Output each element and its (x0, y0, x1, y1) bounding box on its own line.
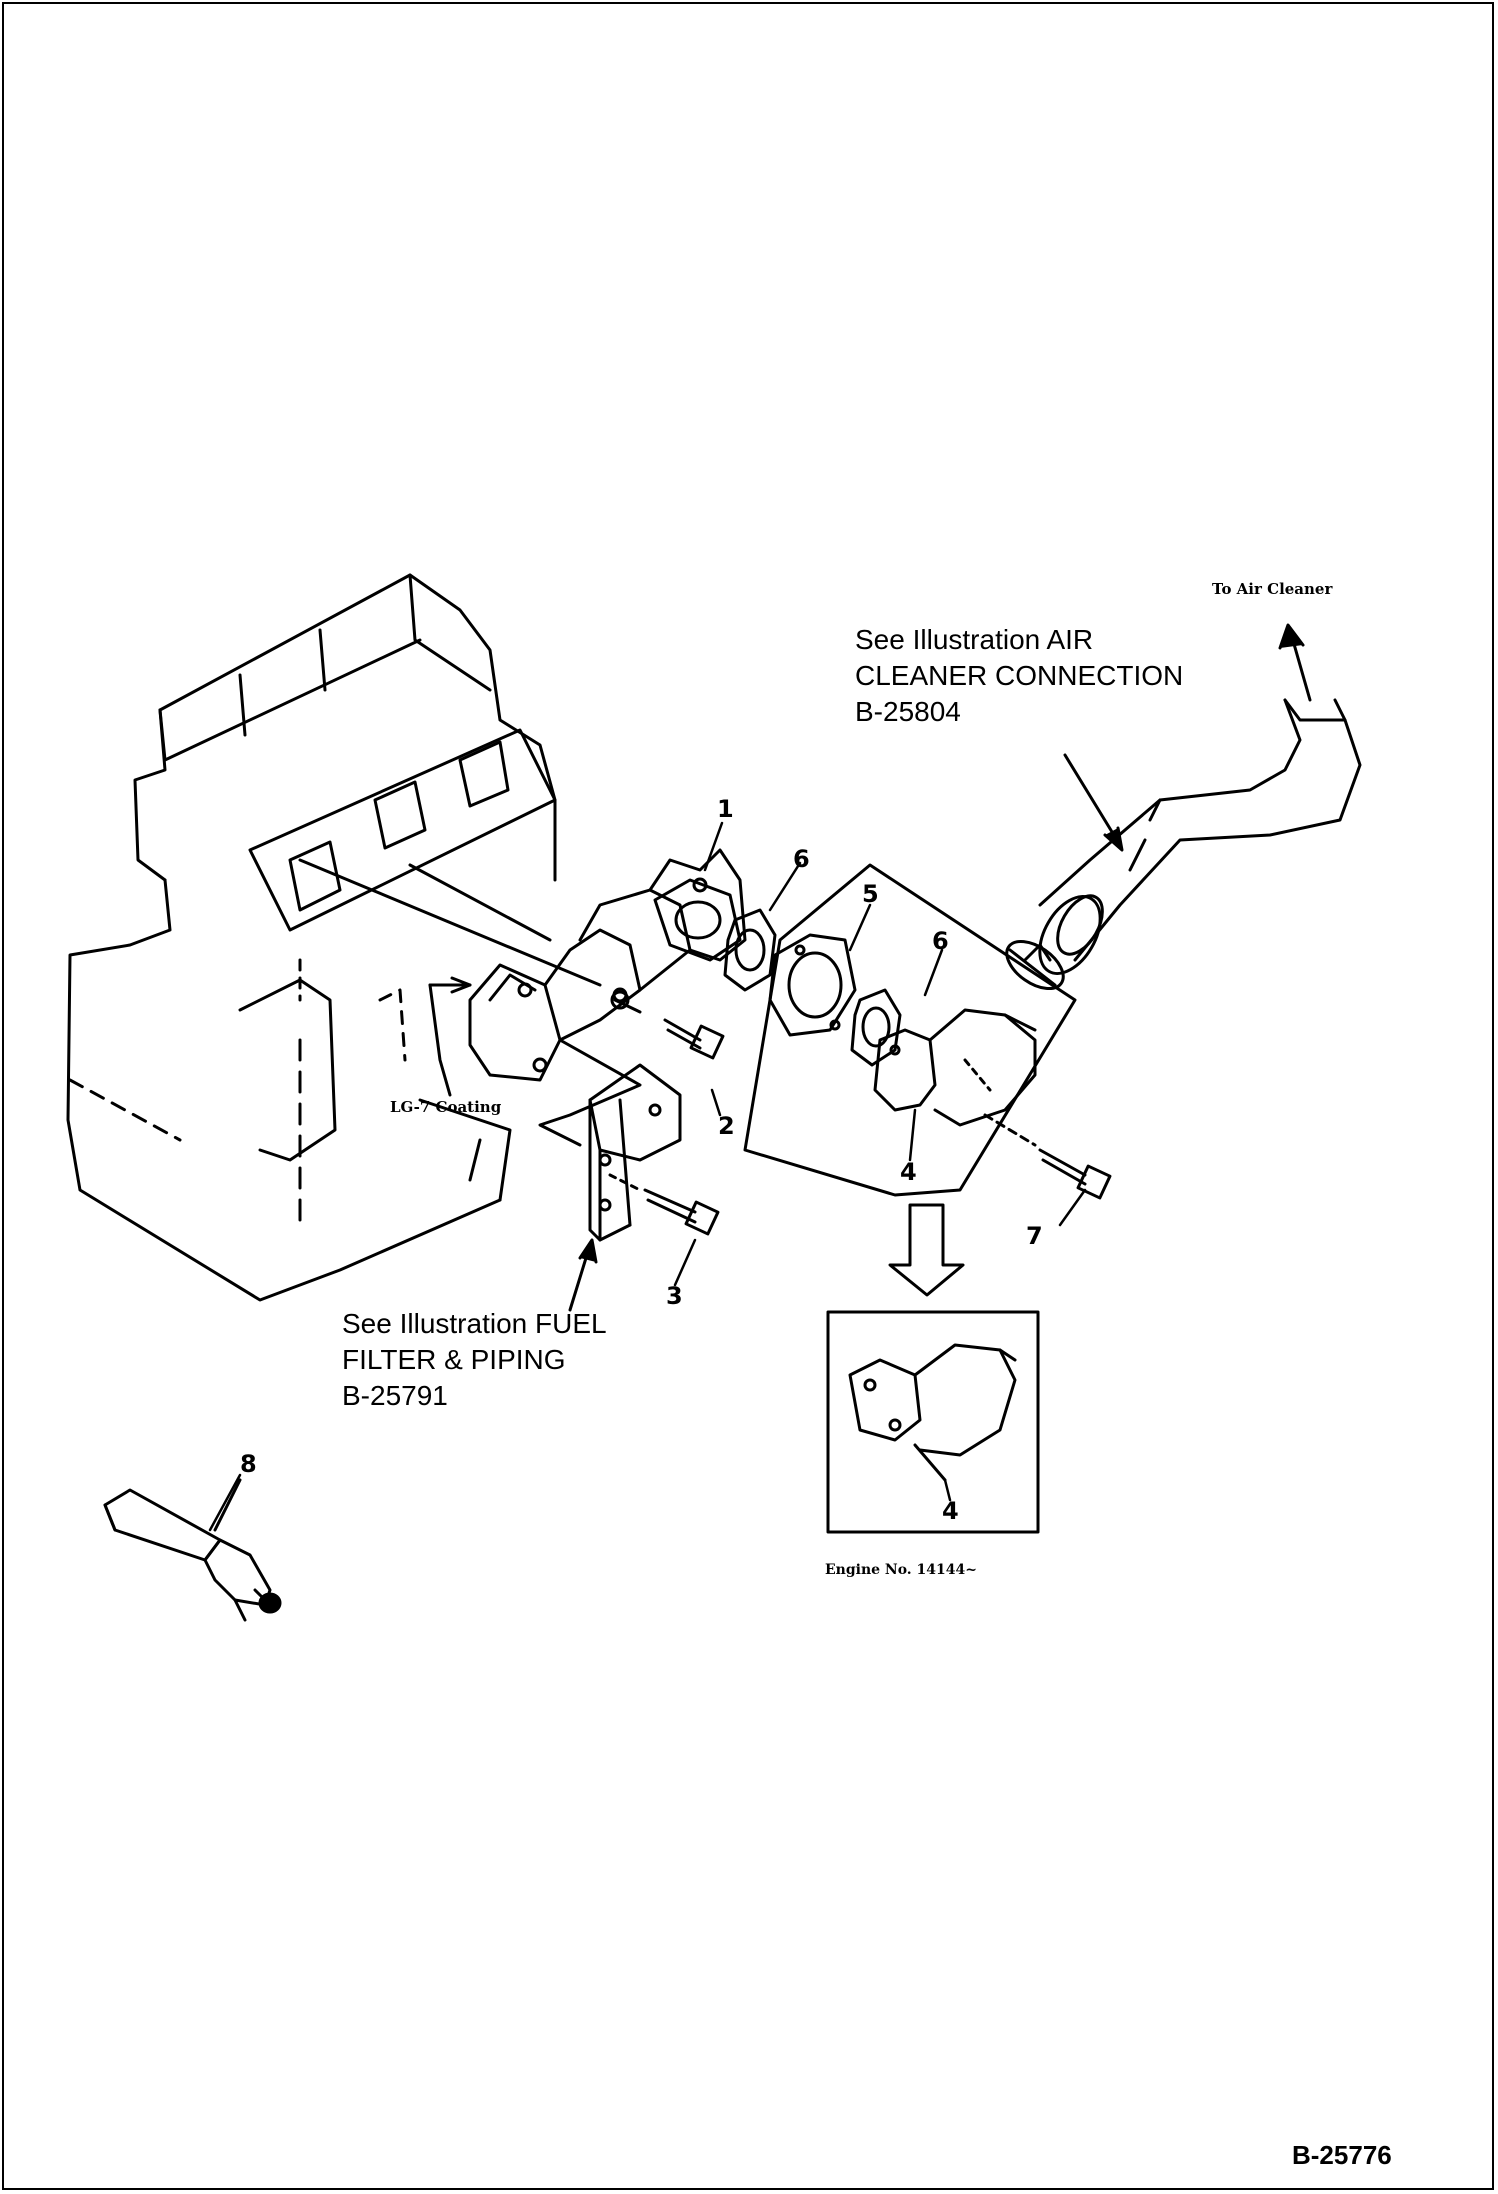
inset-box (826, 1310, 1040, 1534)
air-cleaner-hose (1038, 698, 1362, 975)
air-cleaner-ref-line-3: B-25804 (855, 696, 961, 727)
callout-3: 3 (666, 1282, 683, 1310)
elbow-kit-outline (743, 863, 1077, 1197)
gasket-right (850, 988, 902, 1067)
callout-8: 8 (240, 1450, 257, 1478)
callout-2: 2 (718, 1112, 735, 1140)
to-air-cleaner-note: To Air Cleaner (1212, 580, 1333, 598)
engine-block (66, 573, 557, 1302)
callout-5: 5 (862, 880, 879, 908)
callout-4-main: 4 (900, 1158, 917, 1186)
callout-4-inset: 4 (942, 1497, 959, 1525)
engine-number-note: Engine No. 14144~ (825, 1562, 977, 1578)
arrow-fuel-filter-ref (568, 1238, 598, 1312)
callout-6-left: 6 (793, 845, 810, 873)
coating-note: LG-7 Coating (390, 1098, 502, 1116)
hose-clamp (1005, 939, 1065, 991)
air-cleaner-ref-line-2: CLEANER CONNECTION (855, 660, 1184, 691)
callout-6-right: 6 (932, 927, 949, 955)
fuel-filter-ref-line-2: FILTER & PIPING (342, 1344, 566, 1375)
bolt-part-7 (983, 1113, 1112, 1200)
bolt-part-3 (608, 1173, 720, 1236)
elbow-part-4 (873, 1008, 1037, 1127)
fuel-filter-ref-line-1: See Illustration FUEL (342, 1308, 607, 1339)
callout-1: 1 (717, 795, 734, 823)
figure-id: B-25776 (1292, 2140, 1392, 2170)
callout-leaders (208, 821, 1087, 1532)
arrow-air-cleaner-ref (1063, 753, 1124, 852)
bolt-part-2 (610, 990, 725, 1060)
callout-7: 7 (1026, 1222, 1043, 1250)
adapter-part-5 (768, 933, 857, 1037)
exhaust-manifold (298, 848, 747, 1082)
support-bracket (538, 1038, 682, 1242)
sealant-tube-part-8 (103, 1478, 282, 1622)
air-cleaner-ref-line-1: See Illustration AIR (855, 624, 1094, 655)
coating-leader (428, 976, 472, 1097)
arrow-to-inset (888, 1203, 965, 1297)
gasket-left (723, 908, 777, 992)
arrow-to-air-cleaner (1278, 623, 1312, 702)
fuel-filter-ref-line-3: B-25791 (342, 1380, 448, 1411)
